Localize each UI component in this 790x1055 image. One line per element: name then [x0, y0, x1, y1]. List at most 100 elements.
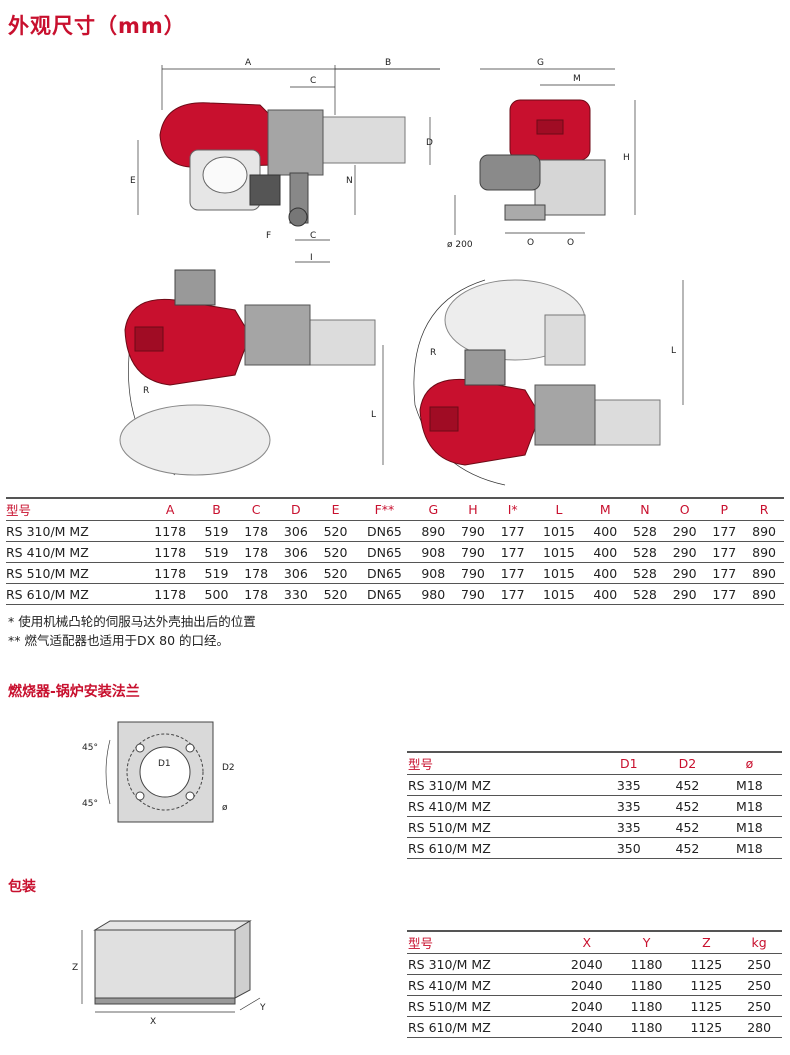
value-cell: 177 — [492, 562, 533, 584]
header-h: H — [453, 497, 493, 521]
model-cell: RS 410/M MZ — [407, 795, 600, 817]
value-cell: 1125 — [676, 995, 737, 1017]
value-cell: 790 — [453, 562, 493, 584]
value-cell: 250 — [736, 995, 782, 1017]
value-cell: 280 — [736, 1016, 782, 1038]
model-cell: RS 510/M MZ — [407, 995, 557, 1017]
header-d: D — [276, 497, 316, 521]
value-cell: 528 — [625, 520, 665, 542]
value-cell: 1180 — [616, 995, 677, 1017]
flange-section-title: 燃烧器-锅炉安装法兰 — [8, 684, 140, 700]
value-cell: 400 — [585, 541, 626, 563]
value-cell: 290 — [664, 583, 705, 605]
model-cell: RS 610/M MZ — [407, 1016, 557, 1038]
value-cell: 1178 — [143, 541, 197, 563]
top-view-right-drawing: R L — [413, 279, 684, 486]
header-o: O — [664, 497, 705, 521]
flange-header-d1: D1 — [599, 751, 659, 775]
header-f: F** — [355, 497, 414, 521]
value-cell: 452 — [658, 816, 717, 838]
flange-header-phi: ø — [716, 751, 782, 775]
value-cell: 306 — [276, 541, 316, 563]
value-cell: 1178 — [143, 520, 197, 542]
value-cell: 890 — [744, 541, 784, 563]
value-cell: 1015 — [532, 583, 586, 605]
value-cell: 177 — [492, 583, 533, 605]
header-p: P — [704, 497, 745, 521]
value-cell: 908 — [413, 541, 454, 563]
packaging-header-z: Z — [676, 930, 737, 954]
label-y: Y — [259, 1003, 266, 1013]
value-cell: 178 — [236, 562, 277, 584]
value-cell: 1015 — [532, 520, 586, 542]
header-a: A — [143, 497, 197, 521]
value-cell: 335 — [599, 774, 659, 796]
model-cell: RS 310/M MZ — [6, 520, 144, 542]
value-cell: 520 — [315, 541, 356, 563]
value-cell: 2040 — [556, 974, 617, 996]
value-cell: 890 — [744, 583, 784, 605]
model-cell: RS 410/M MZ — [407, 974, 557, 996]
label-c-top: C — [310, 76, 316, 86]
header-g: G — [413, 497, 454, 521]
packaging-header-x: X — [556, 930, 617, 954]
label-d: D — [426, 138, 433, 148]
value-cell: 452 — [658, 837, 717, 859]
value-cell: 500 — [196, 583, 237, 605]
value-cell: 1178 — [143, 562, 197, 584]
value-cell: 452 — [658, 774, 717, 796]
value-cell: 790 — [453, 583, 493, 605]
value-cell: DN65 — [355, 583, 414, 605]
value-cell: 400 — [585, 520, 626, 542]
value-cell: 1015 — [532, 562, 586, 584]
value-cell: 177 — [704, 520, 745, 542]
value-cell: 890 — [413, 520, 454, 542]
value-cell: 1125 — [676, 1016, 737, 1038]
value-cell: 177 — [704, 541, 745, 563]
value-cell: 520 — [315, 583, 356, 605]
header-l: L — [532, 497, 586, 521]
label-45-top: 45° — [82, 743, 98, 753]
flange-header-d2: D2 — [658, 751, 717, 775]
front-view-drawing: G M H ø 200 O O — [447, 58, 636, 250]
value-cell: 335 — [599, 816, 659, 838]
value-cell: 178 — [236, 583, 277, 605]
header-m: M — [585, 497, 626, 521]
packaging-header-model: 型号 — [407, 930, 557, 954]
packaging-header-row: 型号 X Y Z kg — [407, 930, 782, 954]
value-cell: 177 — [704, 583, 745, 605]
label-r-left: R — [143, 386, 149, 396]
value-cell: 790 — [453, 541, 493, 563]
label-d1: D1 — [158, 759, 171, 769]
value-cell: 890 — [744, 562, 784, 584]
model-cell: RS 310/M MZ — [407, 774, 600, 796]
value-cell: 1015 — [532, 541, 586, 563]
packaging-section-title: 包装 — [8, 879, 36, 895]
value-cell: 400 — [585, 562, 626, 584]
value-cell: 290 — [664, 541, 705, 563]
label-phi: ø — [222, 803, 228, 813]
packaging-drawing: Z X Y — [72, 920, 266, 1027]
value-cell: 1125 — [676, 974, 737, 996]
value-cell: 519 — [196, 541, 237, 563]
header-i: I* — [492, 497, 533, 521]
value-cell: DN65 — [355, 562, 414, 584]
value-cell: 1178 — [143, 583, 197, 605]
value-cell: 1125 — [676, 953, 737, 975]
value-cell: 528 — [625, 583, 665, 605]
label-g: G — [537, 58, 544, 68]
value-cell: 2040 — [556, 953, 617, 975]
label-c-bottom: C — [310, 231, 316, 241]
header-model: 型号 — [6, 497, 144, 521]
header-r: R — [744, 497, 784, 521]
top-view-left-drawing: R L — [119, 269, 384, 476]
page-title: 外观尺寸（mm） — [8, 14, 186, 38]
value-cell: 250 — [736, 974, 782, 996]
label-r-right: R — [430, 348, 436, 358]
value-cell: 1180 — [616, 1016, 677, 1038]
